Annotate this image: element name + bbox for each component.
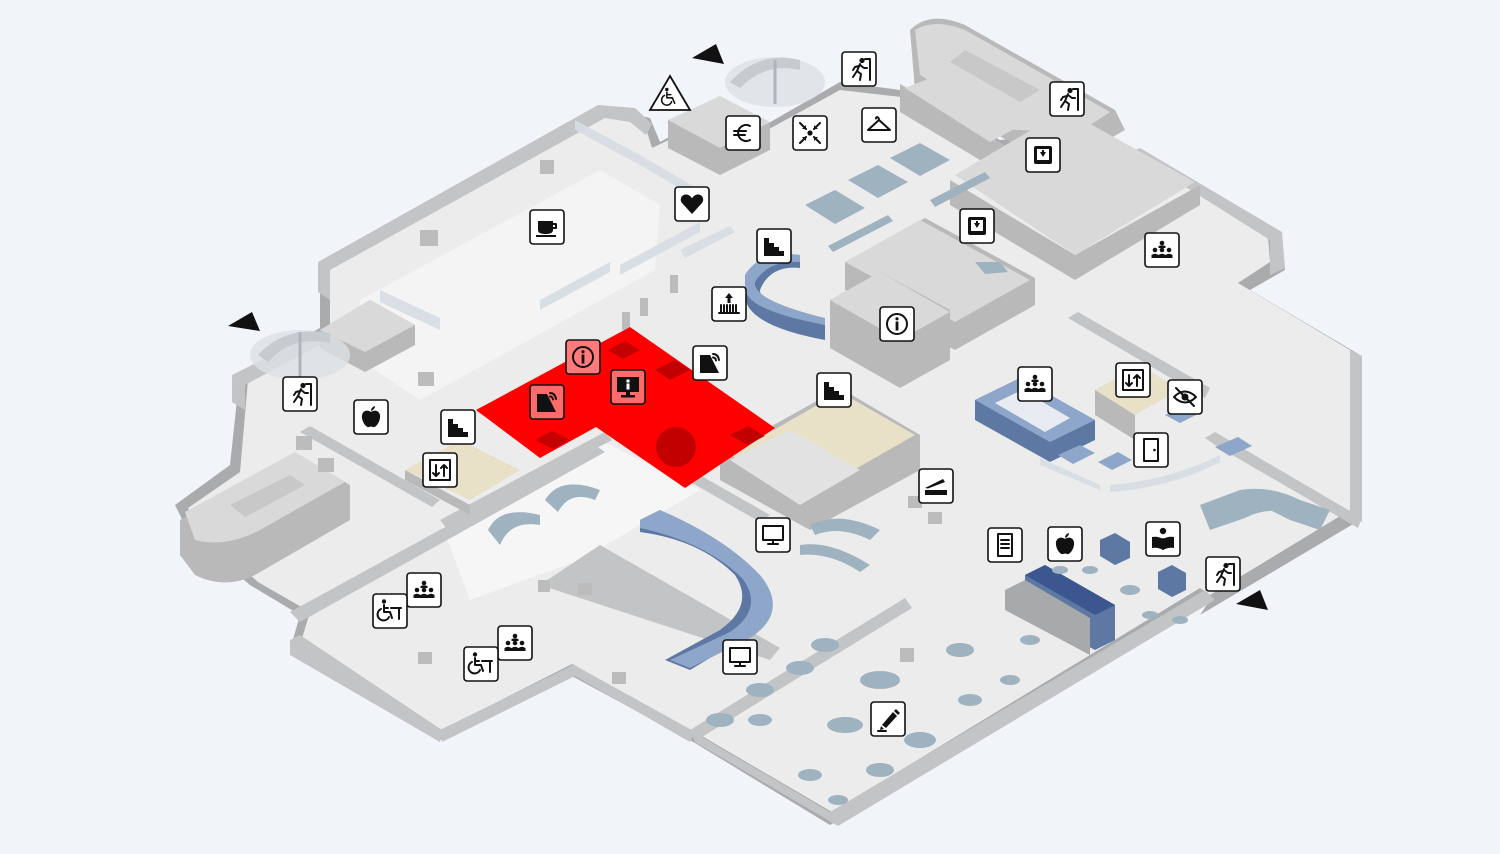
stair-flight-top [950,50,1040,102]
stairs-icon-left[interactable] [440,409,476,445]
inner-wall-2 [300,426,440,507]
furniture [250,57,1330,805]
apple-icon-right[interactable] [1047,526,1083,562]
pencil-icon[interactable] [870,701,906,737]
escalator-icon[interactable] [711,286,747,322]
wall-nw-2 [318,262,330,300]
small-cubes [296,160,942,684]
wall-nw [318,105,652,270]
inner-wall-3 [440,432,612,528]
locker-icon-1[interactable] [1025,137,1061,173]
elevator-icon-right[interactable] [1115,362,1151,398]
shelving-block-lower-right [1005,565,1115,655]
open-area-left [360,170,660,400]
monitor-icon-1[interactable] [755,517,791,553]
group-icon-left-1[interactable] [406,572,442,608]
locker-icon-2[interactable] [959,208,995,244]
info-block [830,272,950,340]
wheelchair-warning-icon[interactable] [648,74,692,111]
wall-w-1 [290,445,605,622]
scanner-icon[interactable] [918,468,954,504]
revolving-door-left [250,330,350,380]
wall-sw-1 [572,664,695,742]
wall-south-2 [690,730,838,826]
wall-left-2 [232,375,245,410]
entrance-arrow-top [692,44,724,64]
wheelchair-desk-icon-2[interactable] [463,646,499,682]
group-rooms-right [975,378,1095,462]
group-icon-left-2[interactable] [497,625,533,661]
group-icon-blue-rooms[interactable] [1017,366,1053,402]
poi-layer [282,51,1241,737]
eye-off-icon[interactable] [1167,379,1203,415]
entrance-arrow-left [228,312,260,331]
elevator-icon-left[interactable] [422,452,458,488]
info-icon-red[interactable] [565,339,601,375]
wall-sw-2 [440,664,575,742]
print-wireless-icon-red[interactable] [529,384,565,420]
wall-south-1 [830,590,1215,826]
stairs-icon-top[interactable] [756,228,792,264]
open-area-south [440,440,700,600]
curved-shelves-top-face [745,254,825,325]
door-icon[interactable] [1133,432,1169,468]
wall-south-east [1205,432,1362,528]
reading-icon[interactable] [1145,521,1181,557]
apple-icon-left[interactable] [353,399,389,435]
coat-hanger-icon[interactable] [861,107,897,143]
locker-room [905,70,1035,142]
wall-se-rail [1350,350,1362,522]
large-room-ne [955,110,1195,255]
shelf-cubes [1100,533,1186,597]
print-wireless-icon[interactable] [692,345,728,381]
entrance-arrow-right [1236,590,1268,610]
emergency-exit-icon-right[interactable] [1205,556,1241,592]
stair-flight-left [230,475,305,517]
revolving-door-top [725,57,825,107]
central-room [845,220,1030,322]
room-left [320,300,415,352]
heart-icon[interactable] [674,186,710,222]
tables-bottom [706,566,1188,805]
meeting-point-icon[interactable] [792,115,828,151]
large-room-ne-side [950,180,1200,280]
coffee-cup-icon[interactable] [529,209,565,245]
emergency-exit-icon-left[interactable] [282,376,318,412]
group-icon-top-right[interactable] [1144,232,1180,268]
info-desk-icon-red[interactable] [610,369,646,405]
wall-sw-3 [290,635,442,742]
monitor-icon-2[interactable] [722,639,758,675]
emergency-exit-icon-top[interactable] [841,51,877,87]
euro-icon[interactable] [725,115,761,151]
emergency-exit-icon-top-right[interactable] [1049,81,1085,117]
stairwell-floor [730,430,860,505]
entrance-markers [228,44,1268,610]
info-icon-center[interactable] [879,306,915,342]
stairs-icon-center[interactable] [816,372,852,408]
wall-east [1068,312,1210,398]
curving-shelf-middle-top [640,510,773,668]
wheelchair-desk-icon-1[interactable] [372,593,408,629]
elevator-block-right-side [1095,390,1135,440]
curved-shelves-top [745,254,825,340]
stairs-left-side [405,470,470,515]
curving-shelf-middle [640,510,763,670]
red-selected-area[interactable] [476,327,775,488]
shelving-rows-top [805,143,1008,274]
curved-benches [488,484,1330,572]
catalogue-icon[interactable] [987,527,1023,563]
